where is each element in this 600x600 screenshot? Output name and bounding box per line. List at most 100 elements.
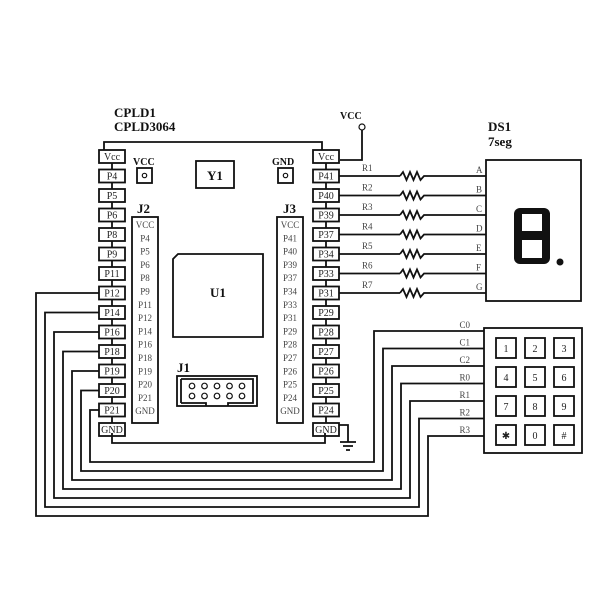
pin-right-p26[interactable] xyxy=(312,363,340,379)
resistor-label: R1 xyxy=(362,163,373,173)
pin-right-p29[interactable] xyxy=(312,305,340,320)
pin-right-p24[interactable] xyxy=(312,402,340,418)
keypad-wire xyxy=(89,330,484,463)
jtag-pin-icon xyxy=(201,382,208,390)
header-pin-label: P9 xyxy=(140,287,150,297)
pin-right-p28[interactable] xyxy=(312,324,340,340)
pin-left-p11[interactable] xyxy=(98,266,126,281)
pin-label: P19 xyxy=(104,367,120,378)
keypad-signal-label: R3 xyxy=(459,425,470,435)
header-pin-label: P40 xyxy=(283,247,298,257)
resistor-icon xyxy=(399,189,486,202)
key-label: 3 xyxy=(562,344,567,355)
key-4[interactable] xyxy=(495,366,517,388)
header-pin-label: P29 xyxy=(283,326,298,336)
jtag-inner-outline xyxy=(180,378,254,406)
pin-right-gnd[interactable] xyxy=(312,422,340,437)
header-pin-label: GND xyxy=(135,406,155,416)
jtag-pin-icon xyxy=(226,392,233,400)
pin-label: P11 xyxy=(104,269,119,280)
key-6[interactable] xyxy=(553,366,575,388)
key-0[interactable] xyxy=(524,424,546,446)
header-pin-label: P12 xyxy=(138,313,152,323)
keypad-signal-label: R1 xyxy=(459,390,470,400)
key-2[interactable] xyxy=(524,337,546,359)
keypad-wire xyxy=(71,365,484,481)
chip-u1[interactable] xyxy=(172,253,264,338)
header-pin-label: P14 xyxy=(138,326,153,336)
header-pin-label: P4 xyxy=(140,233,150,243)
header-pin-label: P27 xyxy=(283,353,298,363)
keypad-signal-label: C0 xyxy=(459,320,470,330)
key-5[interactable] xyxy=(524,366,546,388)
pin-left-p4[interactable] xyxy=(98,168,126,184)
keypad-signal-label: R0 xyxy=(459,373,470,383)
header-pin-label: P20 xyxy=(138,380,153,390)
pin-left-p5[interactable] xyxy=(98,188,126,203)
segment-label: B xyxy=(476,185,482,195)
pin-label: P6 xyxy=(107,211,118,222)
jtag-connector-j1[interactable] xyxy=(176,375,258,407)
key-label: 5 xyxy=(533,373,538,384)
header-pin-label: GND xyxy=(280,406,300,416)
header-pin-label: P39 xyxy=(283,260,298,270)
key-label: ✱ xyxy=(502,431,510,442)
cpld-ref: CPLD1 xyxy=(114,105,156,120)
key-label: 2 xyxy=(533,344,538,355)
key-label: 1 xyxy=(504,344,509,355)
pin-label: P24 xyxy=(318,406,334,417)
resistor-label: R3 xyxy=(362,202,373,212)
pin-left-p9[interactable] xyxy=(98,246,126,262)
key-✱[interactable] xyxy=(495,424,517,446)
board-top-wire xyxy=(103,141,323,150)
header-pin-label: P16 xyxy=(138,340,153,350)
header-pin-label: P28 xyxy=(283,340,298,350)
key-8[interactable] xyxy=(524,395,546,417)
pin-left-p6[interactable] xyxy=(98,207,126,223)
gnd-testpoint-label: GND xyxy=(272,157,294,168)
header-pin-label: P26 xyxy=(283,366,298,376)
pin-right-p25[interactable] xyxy=(312,383,340,398)
pin-label: P14 xyxy=(104,308,120,319)
jtag-pin-icon xyxy=(213,392,221,400)
key-#[interactable] xyxy=(553,424,575,446)
jtag-pin-icon xyxy=(226,382,233,390)
header-pin-label: P31 xyxy=(283,313,297,323)
display-ref: DS1 xyxy=(488,119,511,134)
pin-left-vcc[interactable] xyxy=(98,149,126,164)
header-pin-label: VCC xyxy=(281,220,300,230)
segment-label: C xyxy=(476,204,482,214)
key-label: 7 xyxy=(504,402,509,413)
jtag-pin-icon xyxy=(238,382,246,390)
key-9[interactable] xyxy=(553,395,575,417)
keypad-signal-label: C2 xyxy=(459,355,470,365)
header-j3-label: J3 xyxy=(283,201,297,216)
pin-right-vcc[interactable] xyxy=(312,149,340,164)
pin-label: P40 xyxy=(318,191,334,202)
key-label: 6 xyxy=(562,373,567,384)
key-3[interactable] xyxy=(553,337,575,359)
pin-label: P25 xyxy=(318,386,334,397)
pin-left-p8[interactable] xyxy=(98,227,126,242)
pin-label: GND xyxy=(101,425,123,436)
pin-label: P4 xyxy=(107,172,118,183)
resistor-icon xyxy=(399,286,486,300)
key-1[interactable] xyxy=(495,337,517,359)
header-pin-label: P5 xyxy=(140,247,150,257)
header-pin-label: P18 xyxy=(138,353,153,363)
jtag-pin-icon xyxy=(213,382,221,390)
pin-label: P5 xyxy=(107,191,118,202)
jtag-pins xyxy=(188,382,246,400)
header-pin-label: P34 xyxy=(283,287,298,297)
crystal-y1[interactable] xyxy=(195,160,235,189)
pin-right-p27[interactable] xyxy=(312,344,340,359)
header-pin-label: P6 xyxy=(140,260,150,270)
key-7[interactable] xyxy=(495,395,517,417)
pin-label: P29 xyxy=(318,308,334,319)
resistor-icon xyxy=(399,228,486,241)
keypad-signal-label: C1 xyxy=(459,338,470,348)
header-j3-pins: VCCP41P40P39P37P34P33P31P29P28P27P26P25P… xyxy=(280,220,300,416)
